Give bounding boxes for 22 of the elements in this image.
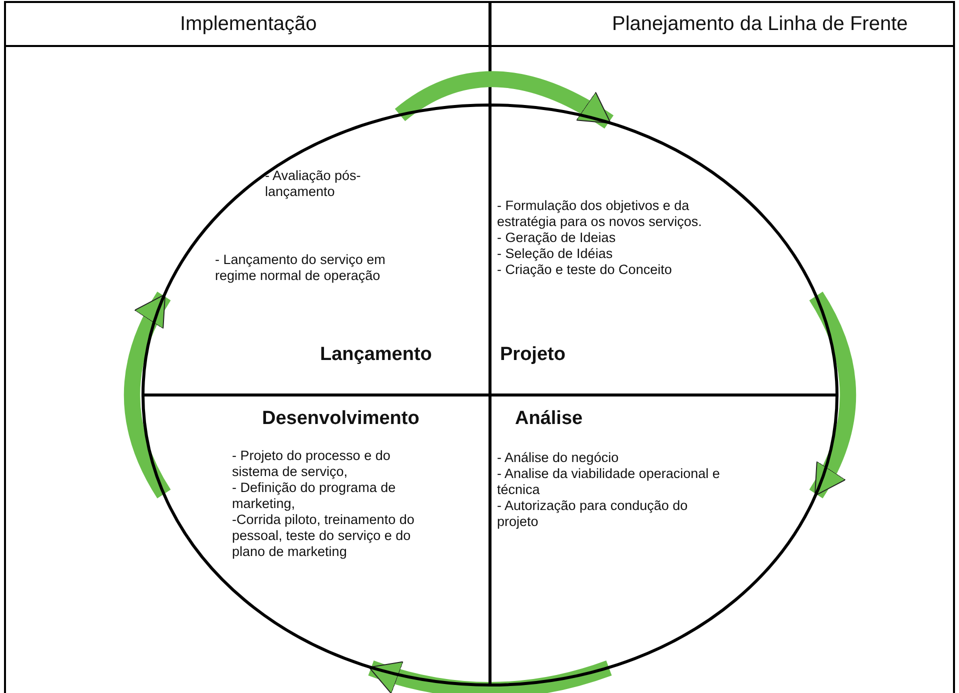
phase-heading: Análise (515, 408, 583, 430)
cycle-arrow (395, 71, 614, 129)
bullet-text: - Autorização para condução do projeto (497, 498, 689, 530)
bullet-text: - Análise do negócio (497, 450, 620, 466)
bullet-text: - Projeto do processo e do sistema de serviço, (232, 448, 392, 480)
bullet-text: - Geração de Ideias (497, 230, 617, 246)
column-header: Implementação (180, 12, 317, 36)
bullet-text: - Definição do programa de marketing, (232, 480, 397, 512)
bullet-text: - Avaliação pós-lançamento (265, 168, 362, 200)
phase-heading: Lançamento (320, 344, 432, 366)
phase-heading: Desenvolvimento (262, 408, 420, 430)
column-header: Planejamento da Linha de Frente (612, 12, 908, 36)
bullet-text: - Criação e teste do Conceito (497, 262, 673, 278)
bullet-text: - Analise da viabilidade operacional e técnica (497, 466, 721, 498)
cycle-arrow (368, 660, 612, 693)
bullet-text: - Lançamento do serviço em regime normal de operação (215, 252, 386, 284)
bullet-text: - Formulação dos objetivos e da estratégia para os novos serviços. (497, 198, 703, 230)
phase-heading: Projeto (500, 344, 566, 366)
bullet-text: -Corrida piloto, treinamento do pessoal, teste do serviço e do plano de marketing (232, 512, 416, 560)
cycle-arrow (809, 292, 856, 498)
bullet-text: - Seleção de Idéias (497, 246, 614, 262)
cycle-arrow (124, 292, 171, 498)
